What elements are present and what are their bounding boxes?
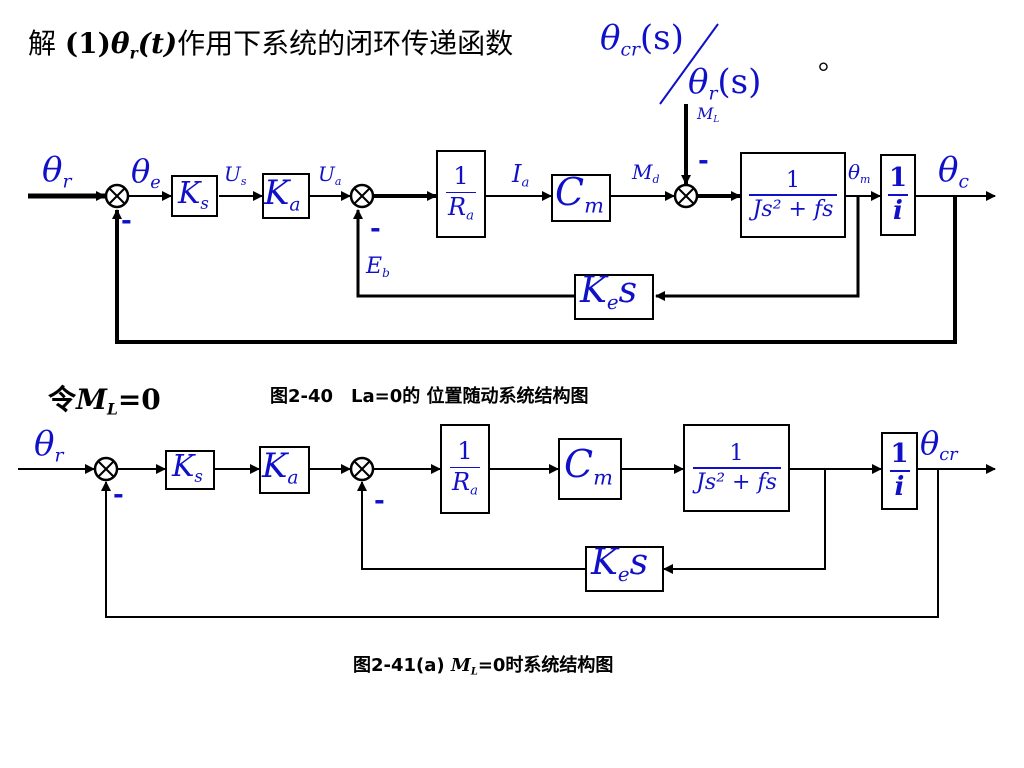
block-gear-1 xyxy=(880,154,916,236)
title-theta: θ xyxy=(110,27,130,60)
block-ka-1 xyxy=(262,173,310,219)
block-ra-1-frac: 1 Ra xyxy=(438,152,484,236)
block-gear-2 xyxy=(881,432,918,510)
gear-1-num: 1 xyxy=(888,162,908,193)
ra-1-den: Ra xyxy=(448,193,474,224)
let-ml-sym: M xyxy=(76,383,108,416)
label-ua: Ua xyxy=(318,162,342,188)
title-theta-sub: r xyxy=(129,44,138,63)
let-ml-rest: =0 xyxy=(117,383,161,416)
ra-2-den: Ra xyxy=(452,468,478,499)
block-ka-1-label: Ka xyxy=(264,173,301,216)
label-input-1: θr xyxy=(42,150,72,193)
block-ks-1-label: Ks xyxy=(178,176,209,213)
block-ks-2 xyxy=(165,450,215,490)
let-prefix: 令 xyxy=(48,383,77,416)
block-ra-2 xyxy=(440,424,490,514)
label-us: Us xyxy=(224,162,247,188)
title-end-mark: 。 xyxy=(818,43,847,76)
caption2-prefix: 图2-41(a) xyxy=(353,655,451,676)
block-cm-1 xyxy=(551,174,611,222)
gear-2-den: i xyxy=(894,471,905,502)
block-kes-1-label: Kes xyxy=(580,270,638,314)
block-ka-2 xyxy=(259,446,310,494)
block-kes-2 xyxy=(585,546,664,592)
diagram2-wires xyxy=(18,456,996,618)
block-plant-1-frac: 1 Js² + fs xyxy=(742,154,844,236)
tf-den-arg: (s) xyxy=(717,62,762,102)
tf-num-arg: (s) xyxy=(639,18,684,58)
tf-denominator: θr(s) xyxy=(688,62,761,105)
minus-sign-4: - xyxy=(113,480,124,510)
tf-numerator: θcr(s) xyxy=(600,18,684,61)
label-eb: Eb xyxy=(366,254,390,281)
title-item: (1) xyxy=(64,27,111,60)
block-ks-2-label: Ks xyxy=(172,449,203,486)
block-ra-1 xyxy=(436,150,486,238)
label-error: θe xyxy=(131,152,161,194)
block-ka-2-label: Ka xyxy=(262,446,299,489)
caption-fig-2-40: 图2-40 La=0的 位置随动系统结构图 xyxy=(270,386,589,407)
minus-sign-2: - xyxy=(370,214,381,244)
plant-2-num: 1 xyxy=(729,441,744,467)
block-cm-1-label: Cm xyxy=(555,170,604,218)
tf-den-theta: θ xyxy=(688,62,709,102)
caption2-sub: L xyxy=(470,666,478,678)
let-ml-zero: 令ML=0 xyxy=(48,378,161,418)
caption2-sym: M xyxy=(450,655,471,676)
block-plant-2 xyxy=(683,424,790,512)
block-ks-1 xyxy=(171,175,218,217)
tf-num-sub: cr xyxy=(620,39,640,61)
block-kes-1 xyxy=(574,274,654,320)
label-theta-m: θm xyxy=(848,160,871,186)
block-kes-2-label: Kes xyxy=(591,542,649,586)
block-ra-2-frac: 1 Ra xyxy=(442,426,488,512)
let-ml-sub: L xyxy=(107,400,118,419)
tf-num-theta: θ xyxy=(600,18,621,58)
caption2-rest: =0时系统结构图 xyxy=(477,655,614,676)
block-cm-2 xyxy=(558,438,622,500)
ra-1-num: 1 xyxy=(453,162,469,191)
caption-fig-2-41a: 图2-41(a) ML=0时系统结构图 xyxy=(353,651,613,677)
title-line: 解 (1)θr(t)作用下系统的闭环传递函数 xyxy=(28,22,513,62)
title-prefix: 解 xyxy=(28,27,57,60)
plant-2-den: Js² + fs xyxy=(696,469,777,495)
tf-slash xyxy=(659,23,719,105)
block-gear-1-frac: 1 i xyxy=(882,156,914,234)
label-ia: Ia xyxy=(512,160,530,191)
label-ml: ML xyxy=(697,104,720,126)
plant-1-num: 1 xyxy=(786,168,800,194)
title-text: 作用下系统的闭环传递函数 xyxy=(177,27,514,60)
ra-2-num: 1 xyxy=(457,437,473,466)
label-output-1: θc xyxy=(938,150,969,193)
title-arg: (t) xyxy=(137,27,178,60)
block-cm-2-label: Cm xyxy=(564,442,613,490)
block-gear-2-frac: 1 i xyxy=(883,434,916,508)
label-md: Md xyxy=(632,160,660,186)
gear-1-den: i xyxy=(893,195,903,226)
diagram1-wires xyxy=(28,104,996,344)
label-output-2: θcr xyxy=(920,424,958,466)
minus-sign-3: - xyxy=(698,146,709,176)
tf-den-sub: r xyxy=(708,83,718,105)
plant-1-den: Js² + fs xyxy=(752,196,834,222)
gear-2-num: 1 xyxy=(890,438,909,469)
label-input-2: θr xyxy=(34,424,64,467)
block-plant-2-frac: 1 Js² + fs xyxy=(685,426,788,510)
minus-sign-5: - xyxy=(374,486,385,516)
minus-sign-1: - xyxy=(121,206,132,236)
block-plant-1 xyxy=(740,152,846,238)
